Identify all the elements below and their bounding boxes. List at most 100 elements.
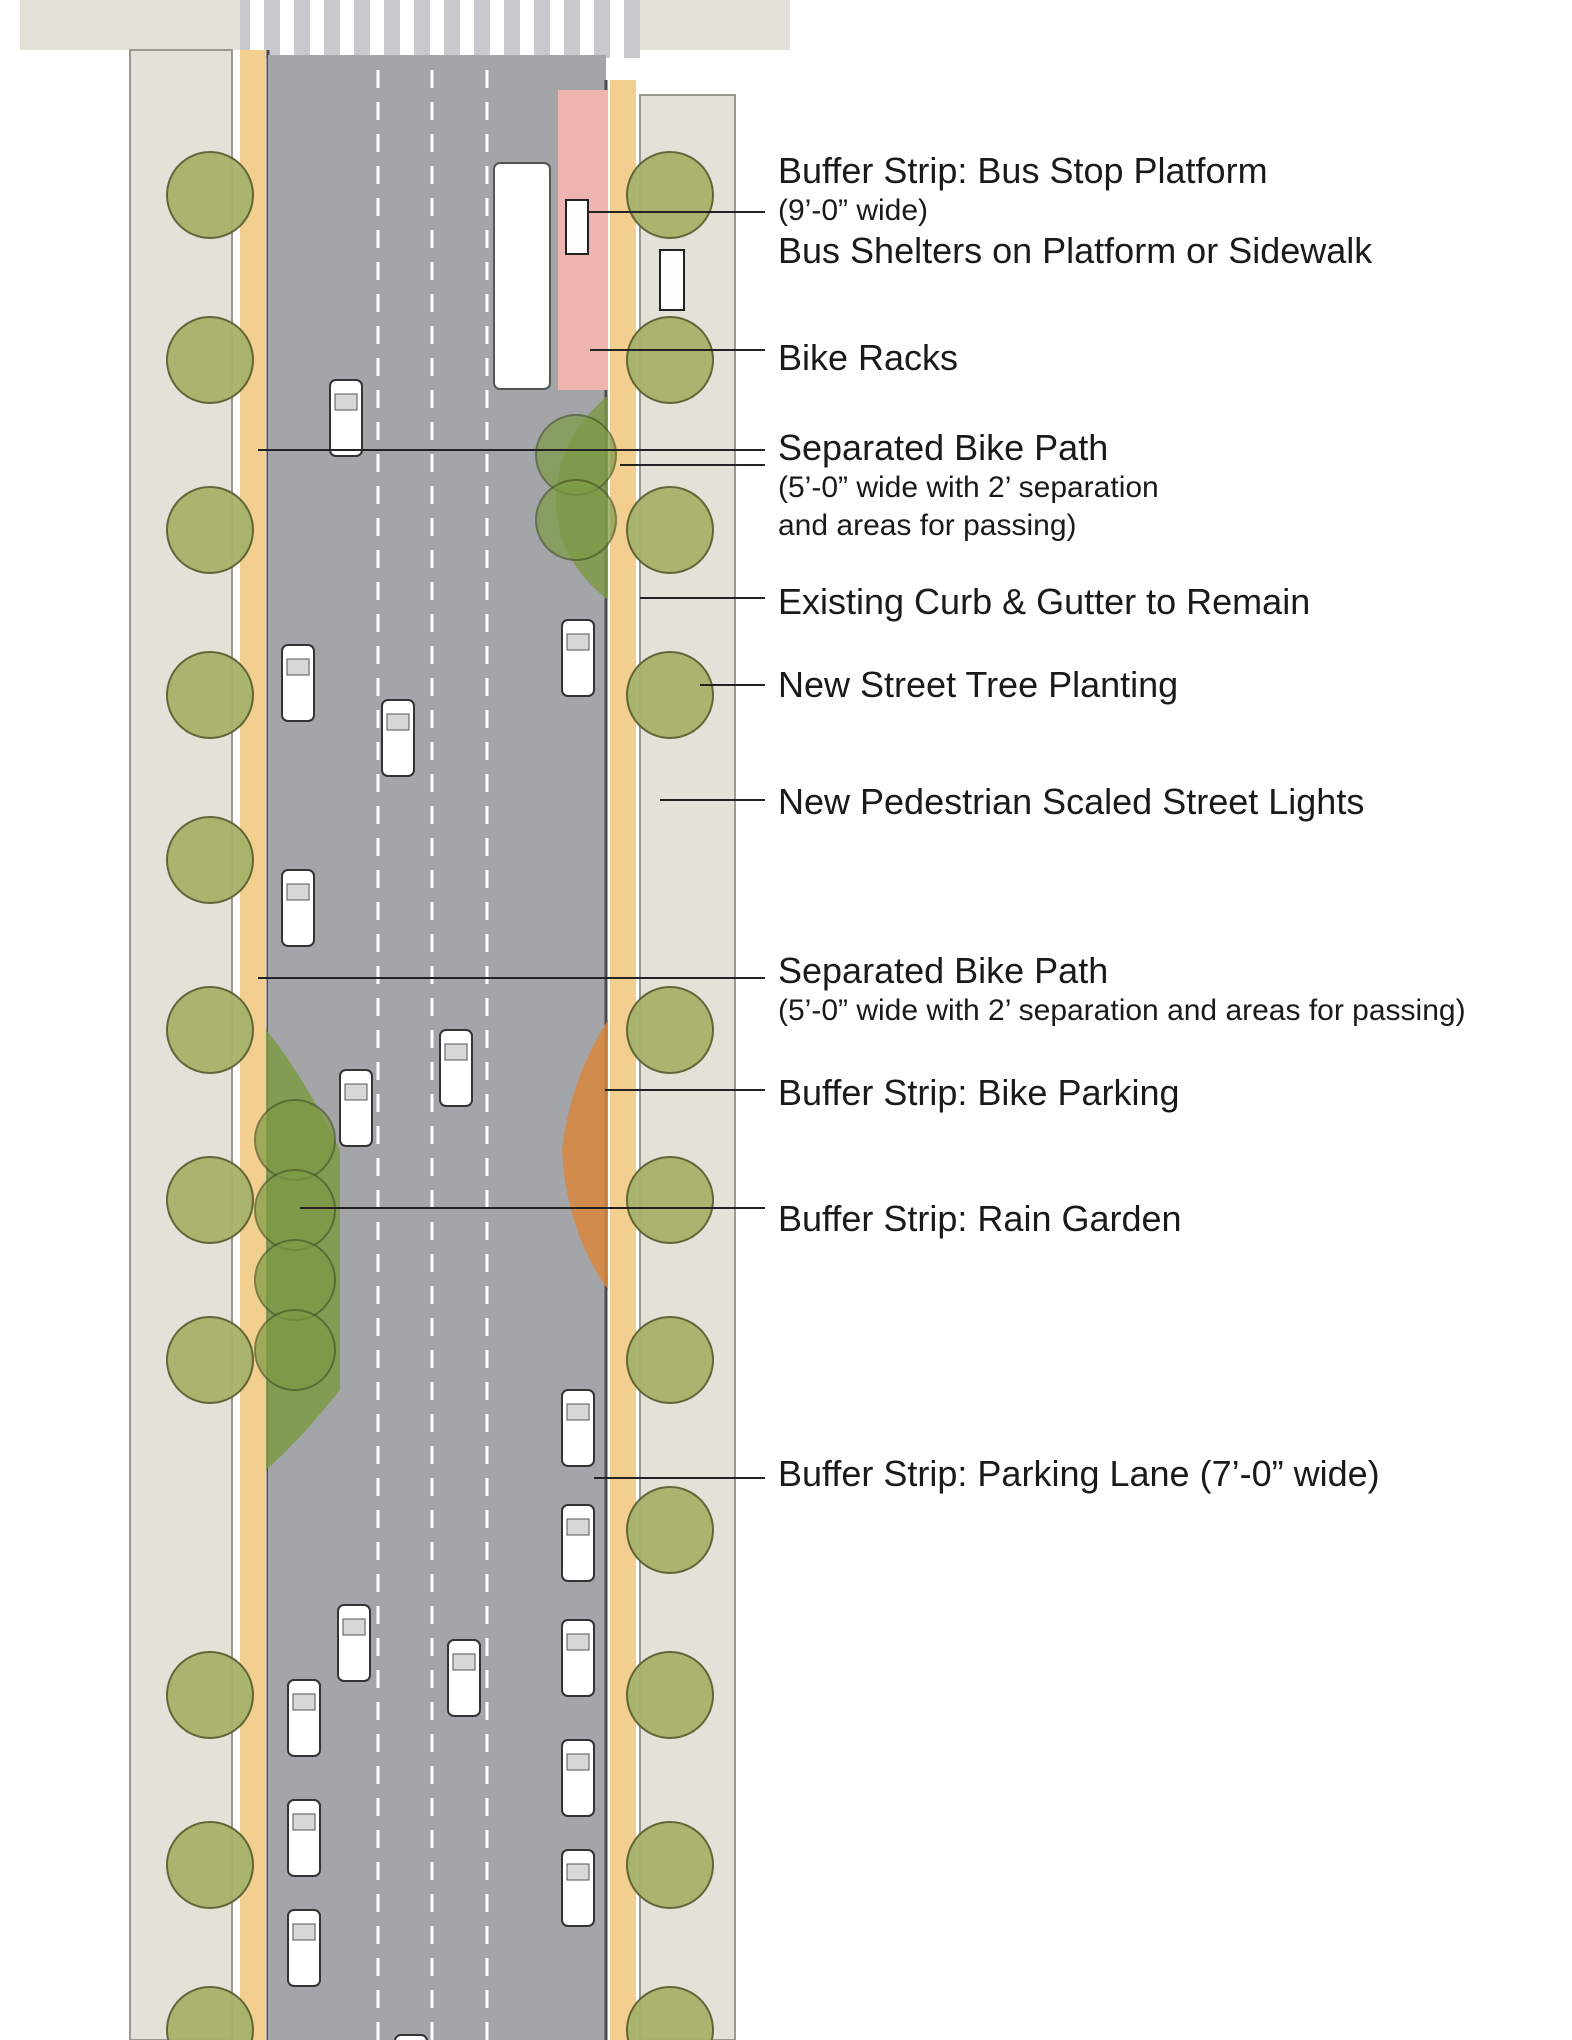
callout-rain-garden: Buffer Strip: Rain Garden [778, 1198, 1182, 1240]
bus [493, 162, 551, 390]
callout-title: Buffer Strip: Parking Lane (7’-0” wide) [778, 1453, 1380, 1494]
crosswalk-stripe [430, 0, 444, 58]
callout-subtitle-2: Bus Shelters on Platform or Sidewalk [778, 230, 1373, 271]
callout-street-tree: New Street Tree Planting [778, 664, 1178, 706]
car-body [281, 869, 315, 947]
car [394, 2034, 428, 2040]
car-body [561, 1849, 595, 1927]
car-windshield [286, 883, 310, 901]
car [287, 1909, 321, 1987]
car [561, 1849, 595, 1927]
crosswalk-stripe [310, 0, 324, 58]
callout-title: Separated Bike Path [778, 950, 1109, 991]
crosswalk-stripe [340, 0, 354, 58]
street-tree [166, 316, 254, 404]
car [281, 869, 315, 947]
callout-subtitle: (9’-0” wide) [778, 194, 929, 227]
callout-title: Buffer Strip: Rain Garden [778, 1198, 1182, 1239]
street-tree [626, 1651, 714, 1739]
callout-subtitle: (5’-0” wide with 2’ separation [778, 471, 1159, 504]
callout-existing-curb: Existing Curb & Gutter to Remain [778, 581, 1310, 623]
car-body [447, 1639, 481, 1717]
left-corner-sidewalk [20, 0, 240, 50]
street-tree [626, 1986, 714, 2040]
callout-bike-parking: Buffer Strip: Bike Parking [778, 1072, 1180, 1114]
rain-garden-tree [254, 1309, 336, 1391]
car-windshield [286, 658, 310, 676]
rain-garden-tree [254, 1099, 336, 1181]
car-body [439, 1029, 473, 1107]
car-body [337, 1604, 371, 1682]
lane-markings [376, 70, 489, 2040]
callout-separated-bike-path-2: Separated Bike Path (5’-0” wide with 2’ … [778, 950, 1466, 1030]
rain-garden-tree [254, 1169, 336, 1251]
bus-shelter-sidewalk [659, 249, 685, 311]
car-body [561, 1504, 595, 1582]
bike-parking-area [562, 1020, 608, 1290]
car [281, 644, 315, 722]
crosswalk-stripe [520, 0, 534, 58]
car-windshield [566, 1633, 590, 1651]
callout-title: New Pedestrian Scaled Street Lights [778, 781, 1365, 822]
crosswalk-stripe [580, 0, 594, 58]
car-windshield [344, 1083, 368, 1101]
street-tree [166, 651, 254, 739]
rain-garden-tree [254, 1239, 336, 1321]
street-tree [626, 1486, 714, 1574]
street-tree [626, 1316, 714, 1404]
street-tree [626, 151, 714, 239]
callout-separated-bike-path-1: Separated Bike Path (5’-0” wide with 2’ … [778, 427, 1159, 545]
street-tree [166, 151, 254, 239]
callout-title: Buffer Strip: Bike Parking [778, 1072, 1180, 1113]
callout-title: Existing Curb & Gutter to Remain [778, 581, 1311, 622]
car [329, 379, 363, 457]
crosswalk-stripe [490, 0, 504, 58]
street-tree [166, 816, 254, 904]
parked-and-moving-cars [281, 379, 595, 2040]
car [287, 1679, 321, 1757]
street-tree [626, 316, 714, 404]
crosswalk-stripe [610, 0, 624, 58]
crosswalk [240, 0, 640, 58]
street-tree [166, 1316, 254, 1404]
car-windshield [566, 1863, 590, 1881]
callout-bike-racks: Bike Racks [778, 337, 958, 379]
car [287, 1799, 321, 1877]
car-windshield [452, 1653, 476, 1671]
car-windshield [334, 393, 358, 411]
street-tree [166, 1821, 254, 1909]
car [561, 619, 595, 697]
car [339, 1069, 373, 1147]
callout-parking-lane: Buffer Strip: Parking Lane (7’-0” wide) [778, 1453, 1380, 1495]
street-tree [166, 486, 254, 574]
car-body [561, 1739, 595, 1817]
car-body [339, 1069, 373, 1147]
bus-shelter-platform [565, 199, 589, 255]
car-body [281, 644, 315, 722]
street-tree [626, 986, 714, 1074]
car-windshield [566, 633, 590, 651]
car-body [561, 619, 595, 697]
street-tree [626, 1821, 714, 1909]
car-body [287, 1679, 321, 1757]
crosswalk-stripe [370, 0, 384, 58]
callout-leader-lines [258, 211, 765, 1479]
car-windshield [566, 1753, 590, 1771]
street-trees [166, 151, 714, 2040]
callout-title: Separated Bike Path [778, 427, 1109, 468]
car-windshield [342, 1618, 366, 1636]
street-tree [626, 651, 714, 739]
street-tree [166, 986, 254, 1074]
car-windshield [386, 713, 410, 731]
car-windshield [566, 1518, 590, 1536]
street-tree [166, 1651, 254, 1739]
crosswalk-stripe [250, 0, 264, 58]
callout-title: New Street Tree Planting [778, 664, 1179, 705]
car-body [287, 1909, 321, 1987]
car [381, 699, 415, 777]
car [337, 1604, 371, 1682]
car-windshield [292, 1923, 316, 1941]
car-windshield [292, 1813, 316, 1831]
callout-bus-stop-platform: Buffer Strip: Bus Stop Platform (9’-0” w… [778, 150, 1372, 272]
